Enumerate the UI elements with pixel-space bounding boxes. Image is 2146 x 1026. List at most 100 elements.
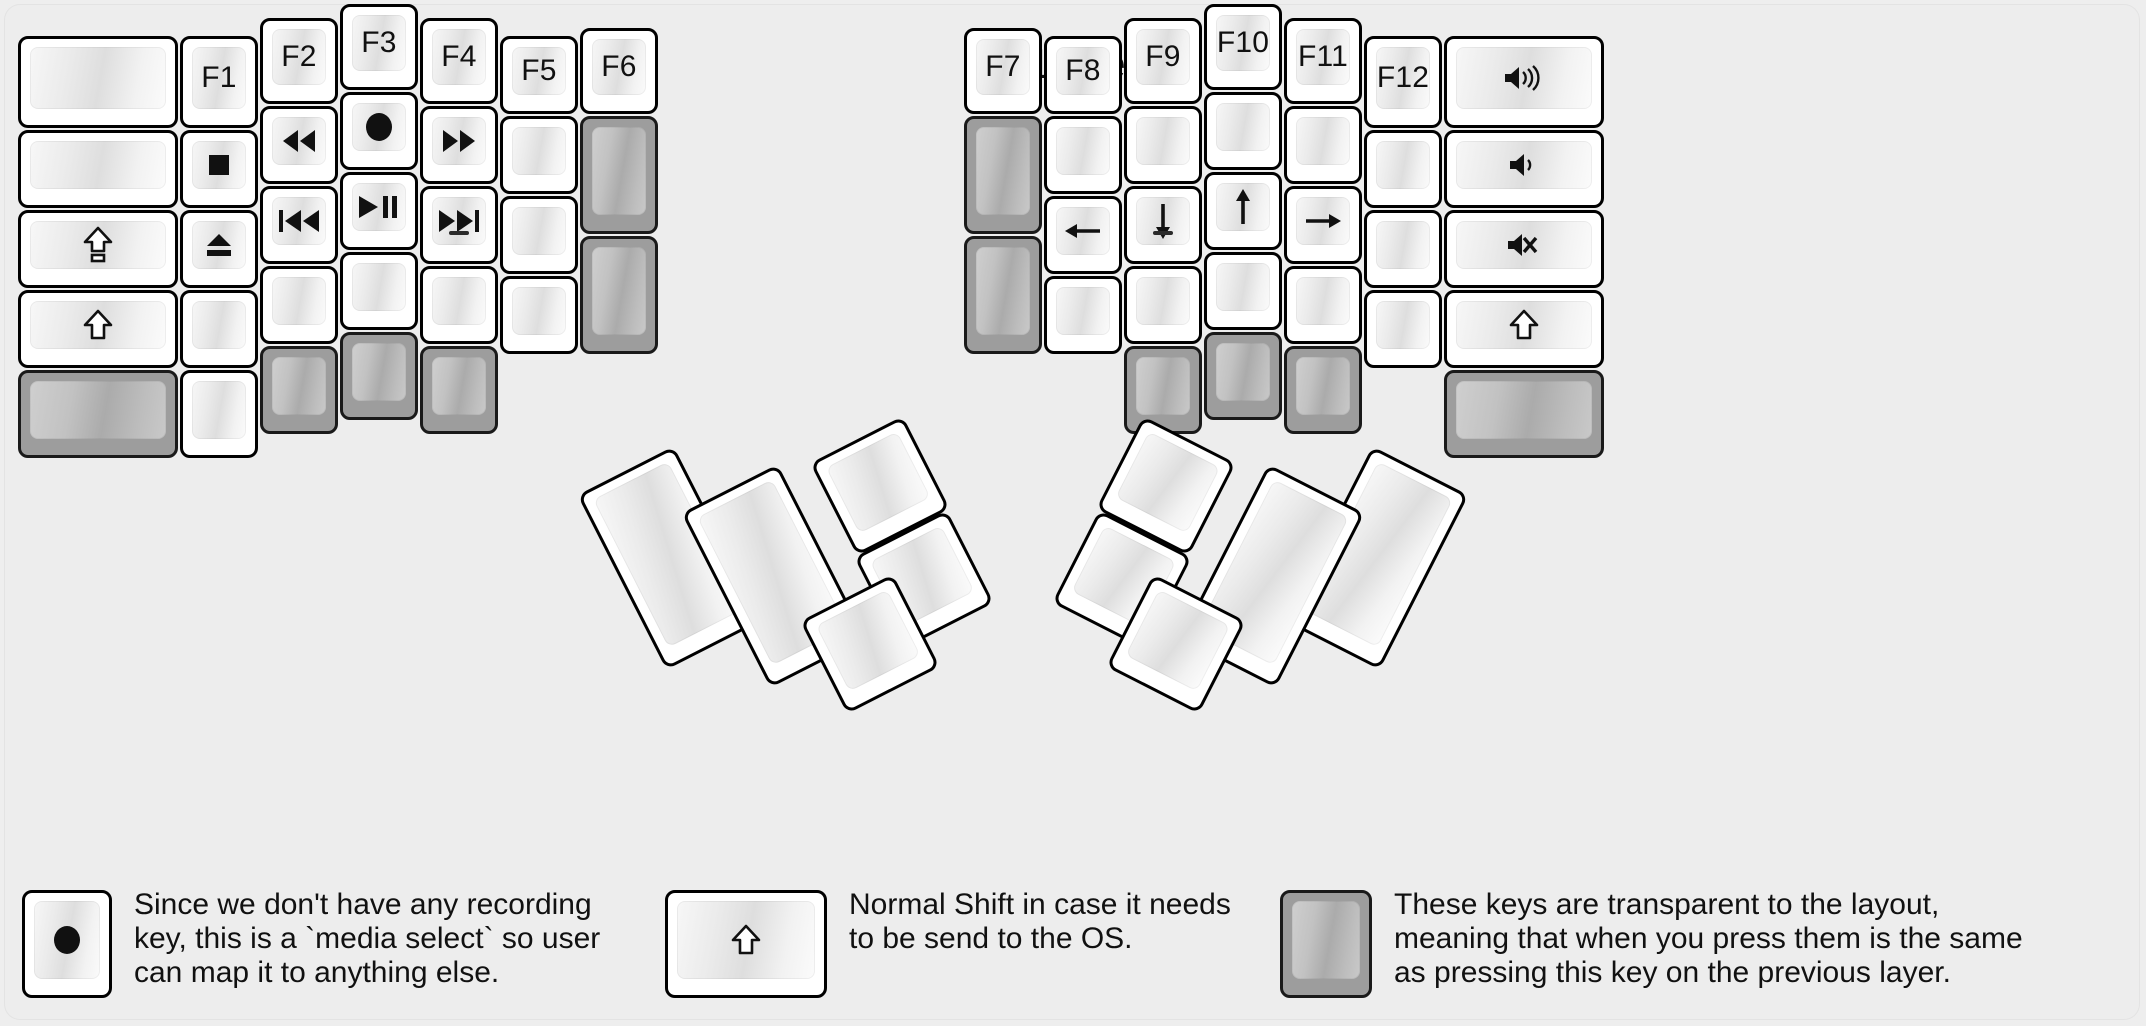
key-right-c7-r4[interactable] xyxy=(1444,290,1604,368)
legend-record-key-swatch xyxy=(22,890,112,998)
key-left-c7-r1[interactable]: F6 xyxy=(580,28,658,114)
key-left-c4-r3[interactable] xyxy=(340,172,418,250)
key-left-c6-r4[interactable] xyxy=(500,276,578,354)
keycap-surface xyxy=(677,901,815,979)
key-left-c3-r5[interactable] xyxy=(260,346,338,434)
keycap-surface xyxy=(1056,127,1110,175)
key-label: F4 xyxy=(441,40,477,73)
key-left-c3-r4[interactable] xyxy=(260,266,338,344)
key-right-c3-r1[interactable]: F9 xyxy=(1124,18,1202,104)
key-left-c2-r1[interactable]: F1 xyxy=(180,36,258,128)
key-right-c5-r3[interactable] xyxy=(1284,186,1362,264)
keycap-surface xyxy=(272,277,326,325)
key-right-c6-r2[interactable] xyxy=(1364,130,1442,208)
key-left-c6-r1[interactable]: F5 xyxy=(500,36,578,114)
keycap-surface: F11 xyxy=(1296,29,1350,85)
key-left-c5-r1[interactable]: F4 xyxy=(420,18,498,104)
key-right-c7-r2[interactable] xyxy=(1444,130,1604,208)
keycap-surface xyxy=(272,117,326,165)
key-right-c7-r5[interactable] xyxy=(1444,370,1604,458)
key-right-c2-r2[interactable] xyxy=(1044,116,1122,194)
key-right-c6-r3[interactable] xyxy=(1364,210,1442,288)
key-left-c3-r1[interactable]: F2 xyxy=(260,18,338,104)
arrow-down-icon xyxy=(1150,201,1176,241)
key-right-c2-r1[interactable]: F8 xyxy=(1044,36,1122,114)
key-right-c1-r3[interactable] xyxy=(964,236,1042,354)
key-right-c3-r4[interactable] xyxy=(1124,266,1202,344)
key-left-c2-r4[interactable] xyxy=(180,290,258,368)
key-label: F9 xyxy=(1145,40,1181,73)
key-right-c6-r1[interactable]: F12 xyxy=(1364,36,1442,128)
key-label: F3 xyxy=(361,26,397,59)
keycap-surface xyxy=(432,117,486,165)
key-left-c4-r2[interactable] xyxy=(340,92,418,170)
arrow-right-icon xyxy=(1303,208,1343,234)
key-right-c3-r2[interactable] xyxy=(1124,106,1202,184)
keycap-surface xyxy=(1292,901,1360,979)
keycap-surface xyxy=(976,127,1030,215)
key-left-c5-r5[interactable] xyxy=(420,346,498,434)
key-left-c4-r1[interactable]: F3 xyxy=(340,4,418,90)
key-right-c2-r3[interactable] xyxy=(1044,196,1122,274)
caps-lock-shift-icon xyxy=(83,226,113,264)
legend-transparent-key-key xyxy=(1280,890,1372,998)
legend-shift-key-key xyxy=(665,890,827,998)
media-fast-forward-icon xyxy=(440,128,478,154)
key-left-c3-r3[interactable] xyxy=(260,186,338,264)
key-right-c5-r5[interactable] xyxy=(1284,346,1362,434)
keycap-surface xyxy=(432,357,486,415)
key-right-c2-r4[interactable] xyxy=(1044,276,1122,354)
key-right-c4-r3[interactable] xyxy=(1204,172,1282,250)
key-left-c7-r3[interactable] xyxy=(580,236,658,354)
key-left-c4-r4[interactable] xyxy=(340,252,418,330)
media-previous-track-icon xyxy=(277,208,321,234)
key-left-c3-r2[interactable] xyxy=(260,106,338,184)
key-right-c5-r2[interactable] xyxy=(1284,106,1362,184)
key-label: F1 xyxy=(201,61,237,94)
legend-shift-key-swatch xyxy=(665,890,827,998)
keycap-surface xyxy=(1216,103,1270,151)
homing-bump-indicator xyxy=(449,231,469,235)
legend-transparent-key-swatch xyxy=(1280,890,1372,998)
volume-down-icon xyxy=(1507,151,1541,179)
keycap-surface xyxy=(1296,197,1350,245)
key-right-c4-r4[interactable] xyxy=(1204,252,1282,330)
key-left-c7-r2[interactable] xyxy=(580,116,658,234)
key-left-c1-r3[interactable] xyxy=(18,210,178,288)
keycap-surface xyxy=(352,103,406,151)
key-right-c7-r1[interactable] xyxy=(1444,36,1604,128)
key-left-c1-r5[interactable] xyxy=(18,370,178,458)
keycap-surface xyxy=(352,343,406,401)
key-right-c4-r5[interactable] xyxy=(1204,332,1282,420)
key-left-c6-r2[interactable] xyxy=(500,116,578,194)
key-left-c5-r4[interactable] xyxy=(420,266,498,344)
key-left-c1-r2[interactable] xyxy=(18,130,178,208)
key-left-c4-r5[interactable] xyxy=(340,332,418,420)
key-left-c2-r2[interactable] xyxy=(180,130,258,208)
key-right-c4-r2[interactable] xyxy=(1204,92,1282,170)
key-label: F8 xyxy=(1065,54,1101,87)
key-right-c6-r4[interactable] xyxy=(1364,290,1442,368)
key-right-c5-r4[interactable] xyxy=(1284,266,1362,344)
keycap-surface xyxy=(976,247,1030,335)
shift-icon xyxy=(1509,309,1539,341)
key-right-c3-r3[interactable] xyxy=(1124,186,1202,264)
keycap-surface xyxy=(1136,197,1190,245)
key-right-c1-r1[interactable]: F7 xyxy=(964,28,1042,114)
key-left-c1-r1[interactable] xyxy=(18,36,178,128)
key-right-c4-r1[interactable]: F10 xyxy=(1204,4,1282,90)
key-right-c7-r3[interactable] xyxy=(1444,210,1604,288)
key-left-c6-r3[interactable] xyxy=(500,196,578,274)
keycap-surface: F9 xyxy=(1136,29,1190,85)
key-left-c5-r3[interactable] xyxy=(420,186,498,264)
media-rewind-icon xyxy=(280,128,318,154)
shift-icon xyxy=(83,309,113,341)
legend-shift-key: Normal Shift in case it needs to be send… xyxy=(665,888,1231,998)
key-left-c2-r3[interactable] xyxy=(180,210,258,288)
key-left-c5-r2[interactable] xyxy=(420,106,498,184)
key-left-c2-r5[interactable] xyxy=(180,370,258,458)
key-left-c1-r4[interactable] xyxy=(18,290,178,368)
key-right-c1-r2[interactable] xyxy=(964,116,1042,234)
key-right-c5-r1[interactable]: F11 xyxy=(1284,18,1362,104)
key-right-c3-r5[interactable] xyxy=(1124,346,1202,434)
